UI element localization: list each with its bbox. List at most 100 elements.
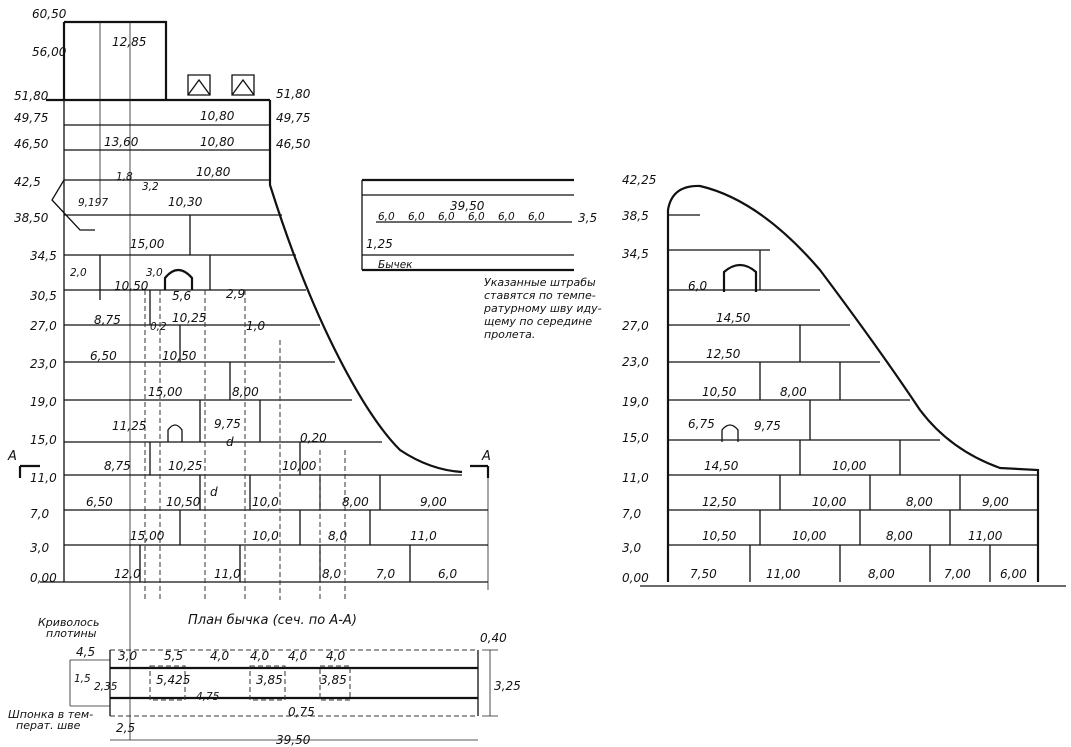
elev-label: 23,0: [30, 357, 57, 371]
pier-length-label: 39,50: [450, 199, 485, 213]
dim-label: 7,00: [944, 567, 971, 581]
dim-label: 9,197: [78, 197, 108, 209]
dim-label: 8,00: [868, 567, 895, 581]
plan-dim: 2,5: [116, 721, 135, 735]
right-elevation-labels: 42,25 38,5 34,5 27,0 23,0 19,0 15,0 11,0…: [622, 173, 656, 585]
axis-label-line: плотины: [46, 627, 97, 640]
dim-label: 10,80: [196, 165, 231, 179]
plan-dim: 0,75: [288, 705, 315, 719]
plan-dim: 3,0: [118, 649, 137, 663]
elev-label: 49,75: [14, 111, 48, 125]
elev-label: 15,0: [622, 431, 649, 445]
elev-label: 56,00: [32, 45, 67, 59]
dim-label: 10,25: [172, 311, 206, 325]
dim-label: 8,00: [232, 385, 259, 399]
key-label-line: Шпонка в тем-: [8, 708, 93, 721]
elev-label: 0,00: [30, 571, 57, 585]
elev-label: 42,25: [622, 173, 656, 187]
elev-label: 15,0: [30, 433, 57, 447]
dim-label: 0,20: [300, 431, 327, 445]
dim-label: 10,0: [252, 529, 279, 543]
elev-label: 51,80: [14, 89, 49, 103]
dim-label: 11,00: [766, 567, 801, 581]
elev-label: 0,00: [622, 571, 649, 585]
pier-seg-label: 6,0: [528, 211, 545, 223]
dim-label: 8,0: [322, 567, 341, 581]
dim-label: 10,0: [252, 495, 279, 509]
plan-title: План бычка (сеч. по А-А): [188, 613, 357, 628]
dim-label: 5,6: [172, 289, 191, 303]
dim-label: 10,80: [200, 109, 235, 123]
pier-name-label: Бычек: [378, 259, 413, 271]
key-label-line: перат. шве: [16, 719, 81, 732]
dim-label: 6,50: [90, 349, 117, 363]
elev-label: 11,0: [30, 471, 57, 485]
plan-dim: 1,5: [74, 673, 91, 685]
dim-label: 12,50: [702, 495, 737, 509]
dim-label: 10,50: [162, 349, 197, 363]
plan-dim: 4,0: [326, 649, 345, 663]
elev-label: 11,0: [622, 471, 649, 485]
plan-dim: 4,0: [210, 649, 229, 663]
plan-dim: 4,0: [250, 649, 269, 663]
dim-label: 9,75: [754, 419, 781, 433]
dim-label: 12,50: [706, 347, 741, 361]
left-elevation-labels: 60,50 56,00 51,80 49,75 46,50 42,5 38,50…: [14, 7, 311, 585]
dim-label: 10,50: [166, 495, 201, 509]
elev-label: 38,50: [14, 211, 49, 225]
pier-detail: 39,50 6,0 6,0 6,0 6,0 6,0 6,0 3,5 1,25 Б…: [361, 178, 605, 341]
elev-label: 46,50: [14, 137, 49, 151]
dim-label: 8,00: [906, 495, 933, 509]
elev-label: 51,80: [276, 87, 311, 101]
dim-label: 8,0: [328, 529, 347, 543]
pier-seg-label: 6,0: [498, 211, 515, 223]
elev-label: 19,0: [622, 395, 649, 409]
plan-dim: 0,40: [480, 631, 507, 645]
elev-label: 38,5: [622, 209, 649, 223]
plan-dim: 3,85: [256, 673, 283, 687]
dim-label: 9,75: [214, 417, 241, 431]
dim-label: 3,0: [146, 267, 163, 279]
dim-label: 8,75: [104, 459, 131, 473]
axis-label: Криволось плотины: [38, 616, 103, 640]
dim-label: 9,00: [982, 495, 1009, 509]
dim-label: 10,25: [168, 459, 202, 473]
dim-label: 15,00: [148, 385, 183, 399]
dim-label: 2,0: [70, 267, 87, 279]
plan-dim: 2,35: [94, 681, 118, 693]
dim-label: 13,60: [104, 135, 139, 149]
section-mark-a: A: [7, 449, 17, 464]
plan-dim: 5,5: [164, 649, 183, 663]
plan-dim: 4,0: [288, 649, 307, 663]
elev-label: 3,0: [622, 541, 641, 555]
dim-label: 3,2: [142, 181, 159, 193]
dim-label: 14,50: [704, 459, 739, 473]
pier-seg-label: 6,0: [378, 211, 395, 223]
elev-label: 34,5: [30, 249, 57, 263]
pier-seg-label: 6,0: [408, 211, 425, 223]
elev-label: 42,5: [14, 175, 41, 189]
plan-dim: 3,25: [494, 679, 521, 693]
dim-label: 11,00: [968, 529, 1003, 543]
dim-label: 12,85: [112, 35, 146, 49]
elev-label: 27,0: [622, 319, 649, 333]
dim-label: 8,75: [94, 313, 121, 327]
pier-note-line: щему по середине: [484, 315, 592, 328]
dim-label: 10,00: [812, 495, 847, 509]
pier-note: Указанные штрабы ставятся по темпе- рату…: [483, 276, 605, 341]
pier-seg-label: 6,0: [438, 211, 455, 223]
pier-note-line: пролета.: [484, 328, 535, 341]
plan-length: 39,50: [276, 733, 311, 747]
dim-label: 10,80: [200, 135, 235, 149]
elev-label: 7,0: [30, 507, 49, 521]
left-dimension-labels: 12,85 10,80 13,60 10,80 10,80 1,8 3,2 9,…: [7, 35, 491, 581]
dim-label: 15,00: [130, 529, 165, 543]
right-dimension-labels: 6,0 14,50 12,50 10,50 8,00 6,75 9,75 14,…: [688, 279, 1027, 581]
left-dam-section: [18, 20, 490, 600]
dim-label: 10,00: [282, 459, 317, 473]
pier-note-line: ставятся по темпе-: [484, 289, 596, 302]
pier-note-line: ратурному шву иду-: [483, 302, 602, 315]
elev-label: 46,50: [276, 137, 311, 151]
pier-plan: План бычка (сеч. по А-А) Криволось плоти…: [8, 600, 521, 747]
dim-label: 7,50: [690, 567, 717, 581]
